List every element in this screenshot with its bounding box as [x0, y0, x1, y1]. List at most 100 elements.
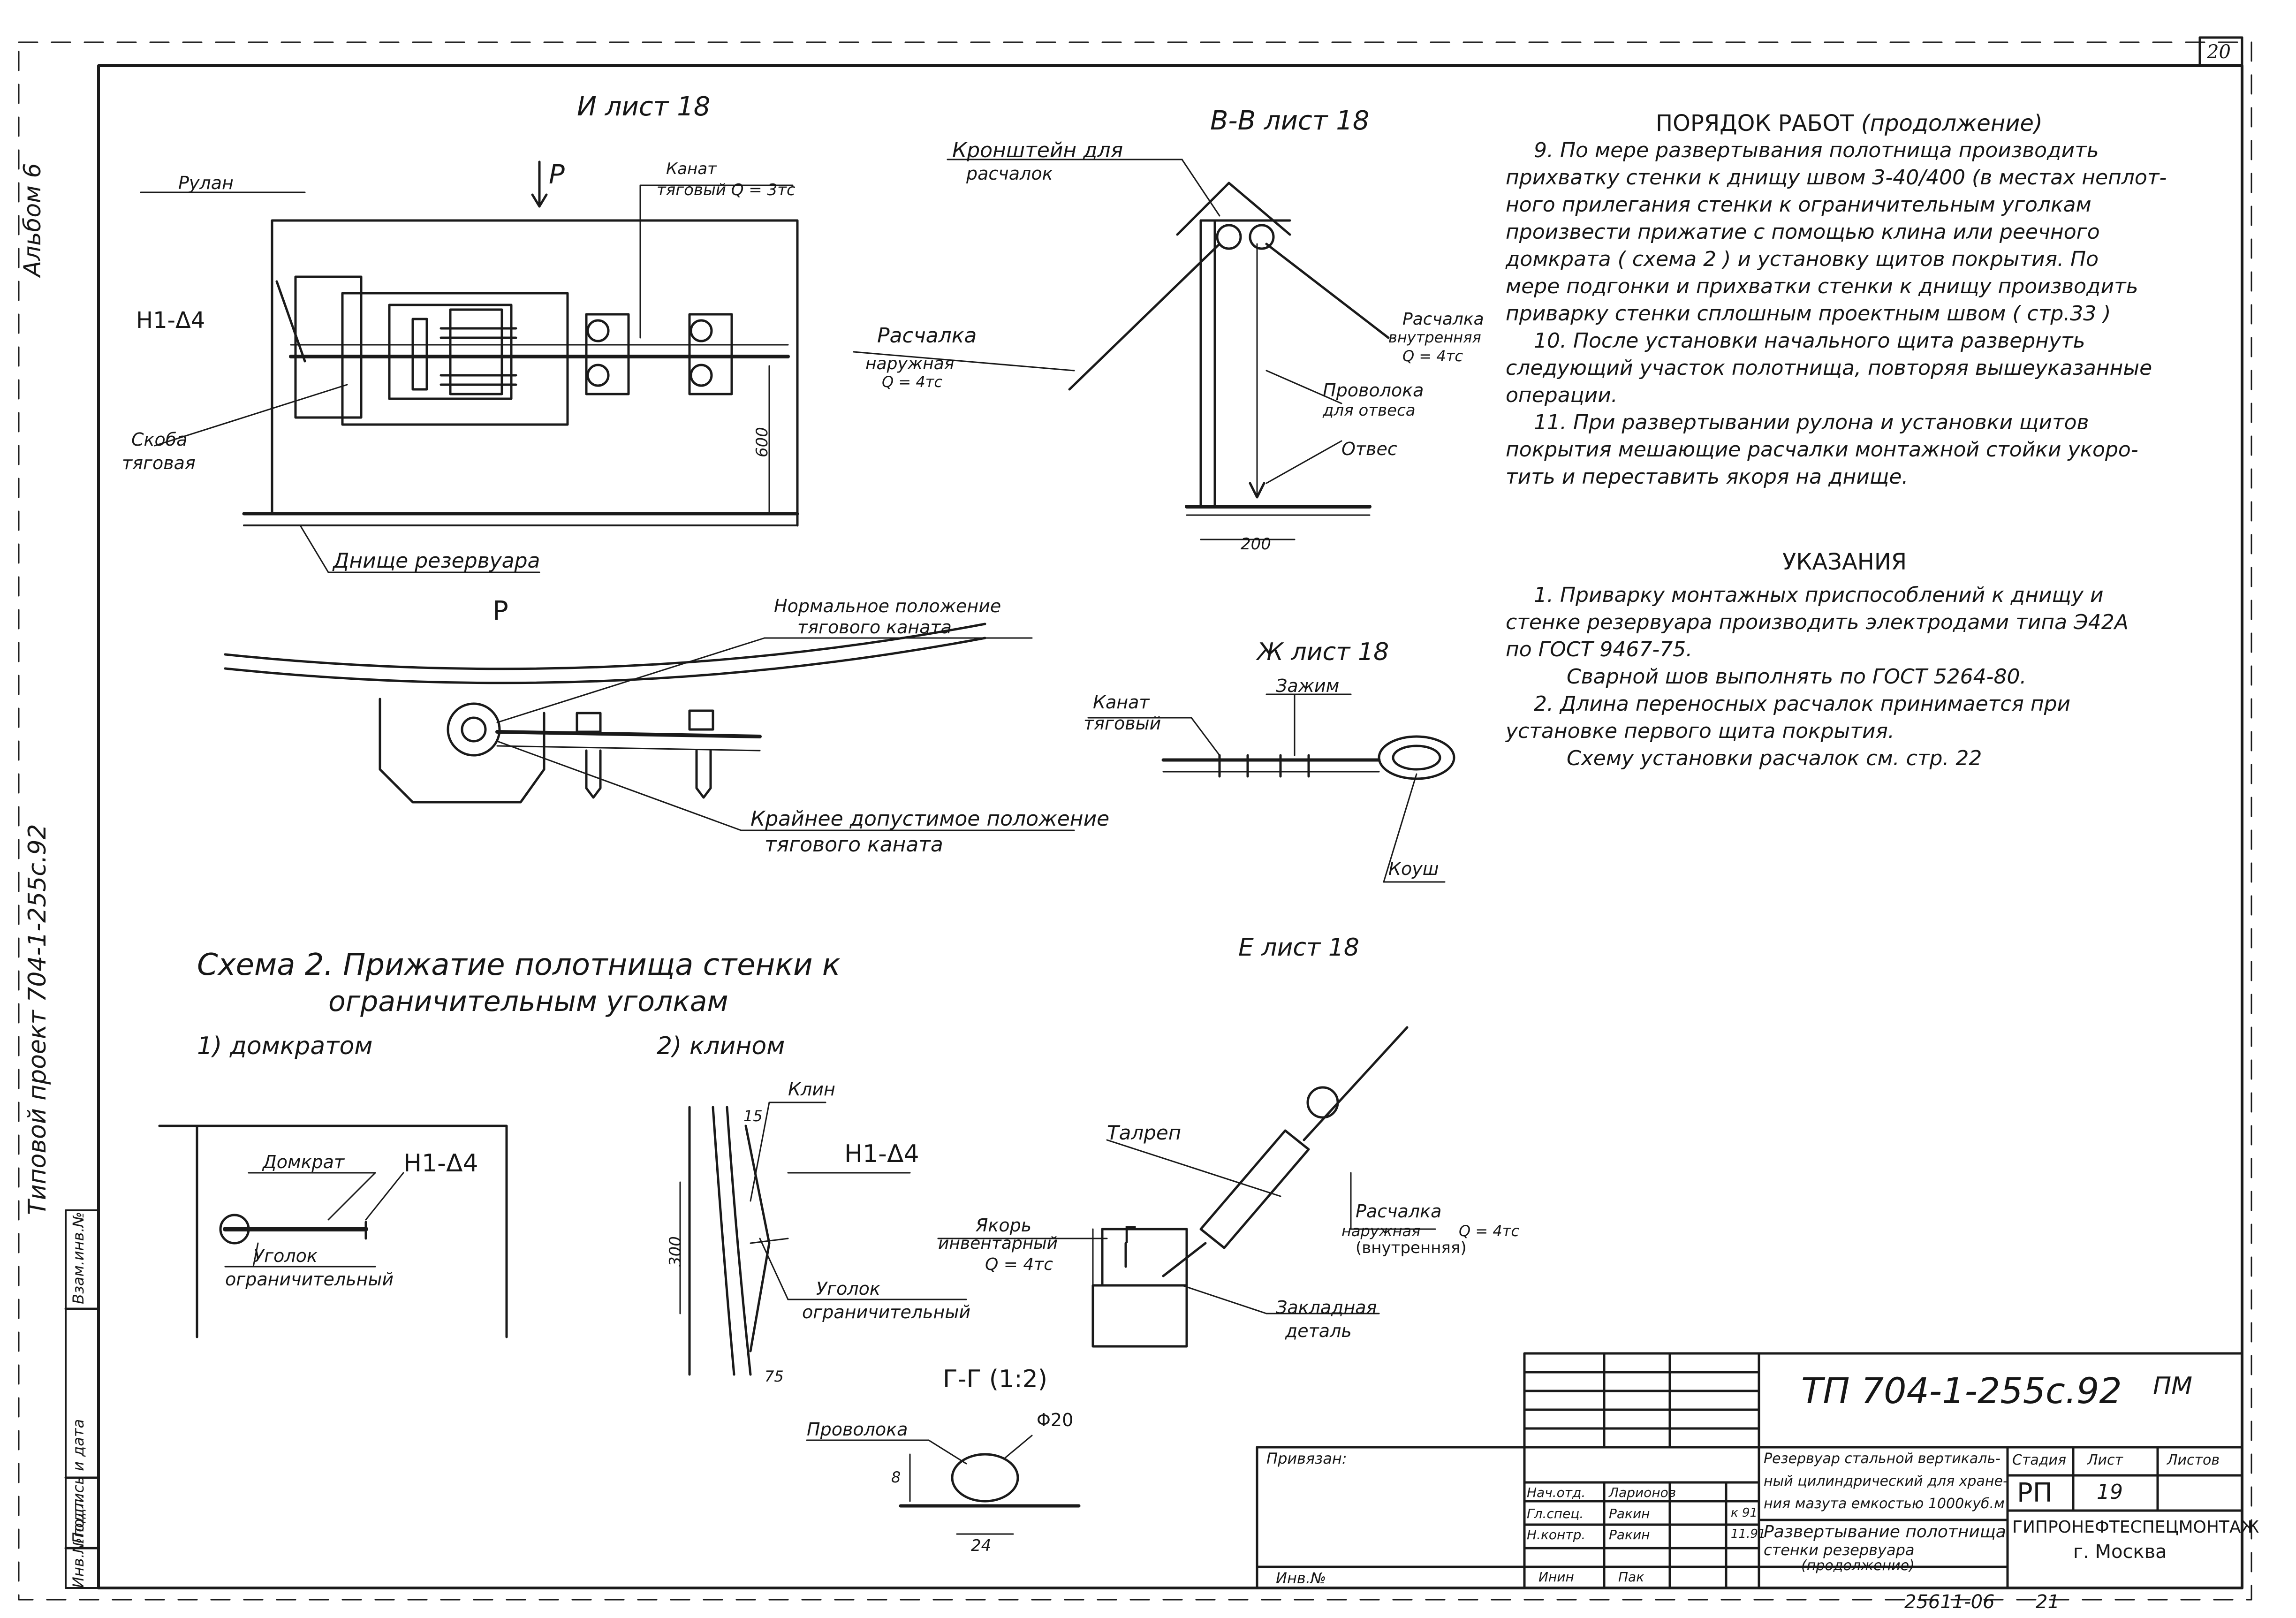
detail-GG-title: Г-Г (1:2)	[943, 1365, 1047, 1393]
title-block-mark: ПМ	[2153, 1372, 2192, 1400]
work-order-line: мере подгонки и прихватки стенки к днищу…	[1506, 274, 2138, 298]
detail-BB-inner: Расчалка	[1402, 310, 1484, 329]
detail-GG-drawing	[806, 1435, 1081, 1535]
detail-BB-outer2: наружная	[865, 354, 955, 373]
scheme2-dim-15: 15	[743, 1107, 763, 1125]
work-order-line: операции.	[1506, 383, 1618, 407]
detail-Zh-clamp: Зажим	[1276, 676, 1340, 696]
work-order-line: 9. По мере развертывания полотнища произ…	[1534, 138, 2099, 162]
scheme2-title: Схема 2. Прижатие полотнища стенки к	[197, 948, 841, 982]
title-block-role-2: Гл.спец.	[1527, 1506, 1584, 1521]
title-block-description-3: ния мазута емкостью 1000куб.м	[1764, 1496, 2005, 1512]
detail-E-title: Е лист 18	[1238, 934, 1359, 962]
title-block-footer: 25611-06	[1904, 1591, 1995, 1613]
detail-Zh-drawing	[1087, 693, 1455, 883]
detail-E-embed2: деталь	[1285, 1321, 1352, 1341]
work-order-heading-note: (продолжение)	[1861, 110, 2043, 137]
work-order-line: 11. При развертывании рулона и установки…	[1534, 410, 2089, 434]
scheme2-jack-caption: 1) домкратом	[197, 1032, 373, 1060]
instructions-line: Схему установки расчалок см. стр. 22	[1567, 746, 1982, 770]
title-block-role-1: Нач.отд.	[1527, 1485, 1586, 1500]
work-order-heading-text: ПОРЯДОК РАБОТ	[1656, 110, 1854, 137]
detail-I-skoba2: тяговая	[122, 453, 196, 473]
title-block-inv-col-2: Пак	[1618, 1569, 1644, 1585]
instructions-heading: УКАЗАНИЯ	[1782, 549, 1907, 575]
detail-I-dim: 600	[753, 427, 772, 457]
title-block-sheet-name-3: (продолжение)	[1801, 1557, 1915, 1574]
detail-GG-dia: Φ20	[1037, 1410, 1074, 1430]
scheme2-title2: ограничительным уголкам	[328, 985, 728, 1018]
detail-E-guy: Расчалка	[1356, 1201, 1442, 1222]
work-order-line: произвести прижатие с помощью клина или …	[1506, 220, 2100, 244]
scheme2-dim-75: 75	[765, 1367, 784, 1385]
detail-I-kanat: Канат	[666, 160, 717, 178]
side-stamp-album: Альбом 6	[19, 163, 46, 277]
detail-E-drawing	[937, 1026, 1436, 1348]
detail-E-anchor2: инвентарный	[938, 1234, 1058, 1253]
title-block-privyazan: Привязан:	[1266, 1450, 1347, 1467]
title-block-description-1: Резервуар стальной вертикаль-	[1764, 1451, 2000, 1467]
work-order-body: 9. По мере развертывания полотнища произ…	[1506, 137, 2237, 491]
detail-E-guy2: наружная	[1341, 1222, 1421, 1240]
detail-BB-inner2: внутренняя	[1388, 328, 1481, 346]
scheme2-jack-weld: Н1-Δ4	[403, 1149, 478, 1177]
detail-BB-wire: Проволока	[1323, 380, 1424, 401]
scheme2-jack-angle: Уголок	[253, 1246, 318, 1266]
work-order-line: покрытия мешающие расчалки монтажной сто…	[1506, 438, 2138, 462]
title-block-name-2: Ракин	[1609, 1506, 1650, 1521]
detail-BB-inner-q: Q = 4тс	[1402, 347, 1463, 365]
side-stamp-col-3: Взам.инв.№	[69, 1212, 87, 1304]
detail-I-kanat-q: тяговый Q = 3тс	[657, 181, 796, 199]
detail-R-extreme2: тягового каната	[765, 833, 943, 857]
detail-I-title: И лист 18	[577, 91, 711, 122]
title-block-org: ГИПРОНЕФТЕСПЕЦМОНТАЖ	[2012, 1518, 2259, 1537]
detail-BB-drawing	[853, 159, 1390, 540]
instructions-line: Сварной шов выполнять по ГОСТ 5264-80.	[1567, 665, 2027, 689]
side-stamp-frame	[65, 1209, 99, 1589]
scheme2-wedge-angle2: ограничительный	[802, 1302, 971, 1322]
title-block-date-3: 11.91	[1731, 1527, 1766, 1541]
title-block-role-3: Н.контр.	[1527, 1527, 1586, 1542]
sheet-frame	[97, 64, 2243, 1589]
work-order-line: 10. После установки начального щита разв…	[1534, 329, 2085, 353]
detail-BB-bracket2: расчалок	[966, 163, 1053, 184]
detail-E-guy-q: Q = 4тс	[1459, 1222, 1519, 1240]
work-order-line: домкрата ( схема 2 ) и установку щитов п…	[1506, 247, 2099, 271]
title-block-sheet: 19	[2097, 1480, 2123, 1504]
title-block-name-3: Ракин	[1609, 1527, 1650, 1542]
title-block-name-1: Ларионов	[1609, 1485, 1676, 1500]
detail-BB-wire2: для отвеса	[1323, 401, 1416, 420]
scheme2-jack-label: Домкрат	[263, 1152, 345, 1172]
detail-R-normal2: тягового каната	[797, 617, 952, 638]
sheet-number: 20	[2207, 41, 2231, 63]
scheme2-wedge-drawing	[679, 1101, 967, 1376]
instructions-line: стенке резервуара производить электродам…	[1506, 610, 2129, 634]
instructions-line: по ГОСТ 9467-75.	[1506, 638, 1693, 661]
instructions-line: 1. Приварку монтажных приспособлений к д…	[1534, 583, 2104, 607]
detail-BB-outer-q: Q = 4тс	[882, 373, 942, 391]
detail-GG-dim24: 24	[971, 1536, 992, 1555]
title-block-description-2: ный цилиндрический для хране-	[1764, 1473, 2008, 1489]
side-stamp-project: Типовой проект 704-1-255с.92	[23, 824, 52, 1215]
scheme2-jack-angle2: ограничительный	[225, 1269, 394, 1290]
detail-BB-dim: 200	[1241, 535, 1271, 554]
instructions-body: 1. Приварку монтажных приспособлений к д…	[1506, 582, 2237, 772]
detail-E-talrep: Талреп	[1107, 1121, 1182, 1144]
detail-GG-dim8: 8	[891, 1468, 901, 1486]
work-order-heading: ПОРЯДОК РАБОТ (продолжение)	[1656, 110, 2043, 137]
title-block-sheet-name-2: стенки резервуара	[1764, 1541, 1915, 1559]
detail-BB-title: В-В лист 18	[1210, 106, 1370, 136]
scheme2-jack-drawing	[158, 1124, 508, 1338]
title-block-city: г. Москва	[2073, 1541, 2167, 1563]
scheme2-dim-300: 300	[666, 1236, 685, 1267]
scheme2-wedge-label: Клин	[788, 1079, 835, 1100]
scheme2-wedge-weld: Н1-Δ4	[844, 1140, 919, 1168]
title-block-frame	[1256, 1352, 2243, 1589]
detail-BB-plumb: Отвес	[1341, 439, 1397, 459]
title-block-sheet-name-1: Развертывание полотнища	[1764, 1522, 2006, 1542]
detail-BB-bracket: Кронштейн для	[952, 138, 1123, 162]
detail-Zh-thimble: Коуш	[1388, 858, 1439, 879]
instructions-line: 2. Длина переносных расчалок принимается…	[1534, 692, 2071, 716]
title-block-stage-header: Стадия	[2012, 1452, 2067, 1468]
scheme2-wedge-angle: Уголок	[816, 1278, 880, 1299]
